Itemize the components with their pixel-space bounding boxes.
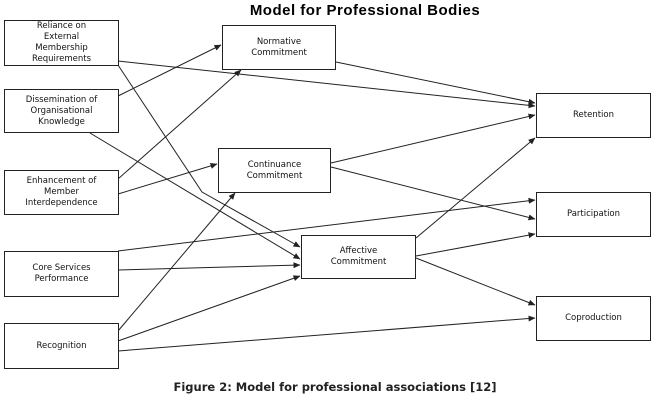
edge-dissemination-to-normative <box>117 44 222 97</box>
node-coproduction: Coproduction <box>536 296 651 341</box>
edge-enhancement-to-normative <box>117 69 242 180</box>
edge-recognition-to-continuance <box>117 192 236 332</box>
node-affective-commitment: Affective Commitment <box>301 235 416 279</box>
edge-affective-to-coproduction <box>415 257 536 306</box>
diagram-title: Model for Professional Bodies <box>249 2 481 19</box>
edge-affective-to-retention <box>415 137 536 239</box>
edge-enhancement-to-continuance <box>117 163 218 195</box>
edge-core-services-to-participation <box>117 197 536 252</box>
edge-continuance-to-participation <box>330 166 536 221</box>
node-continuance-commitment: Continuance Commitment <box>218 148 331 193</box>
node-core-services-performance: Core Services Performance <box>4 251 119 297</box>
edge-reliance-to-retention <box>117 60 536 109</box>
node-normative-commitment: Normative Commitment <box>222 25 336 70</box>
edge-recognition-to-coproduction <box>117 315 536 352</box>
edge-normative-to-retention <box>335 61 536 105</box>
edge-recognition-to-affective <box>117 275 301 342</box>
node-participation: Participation <box>536 192 651 237</box>
node-dissemination-of-knowledge: Dissemination of Organisational Knowledg… <box>4 89 119 133</box>
node-enhancement-of-interdependence: Enhancement of Member Interdependence <box>4 170 119 215</box>
node-reliance-on-external-membership: Reliance on External Membership Requirem… <box>4 20 119 66</box>
edge-dissemination-to-affective <box>89 132 301 260</box>
figure-caption: Figure 2: Model for professional associa… <box>173 380 497 394</box>
edge-continuance-to-retention <box>330 113 536 164</box>
edge-affective-to-participation <box>415 232 536 257</box>
edge-reliance-to-affective <box>117 64 301 248</box>
edge-core-services-to-affective <box>117 262 301 271</box>
node-recognition: Recognition <box>4 323 119 369</box>
node-retention: Retention <box>536 93 651 138</box>
